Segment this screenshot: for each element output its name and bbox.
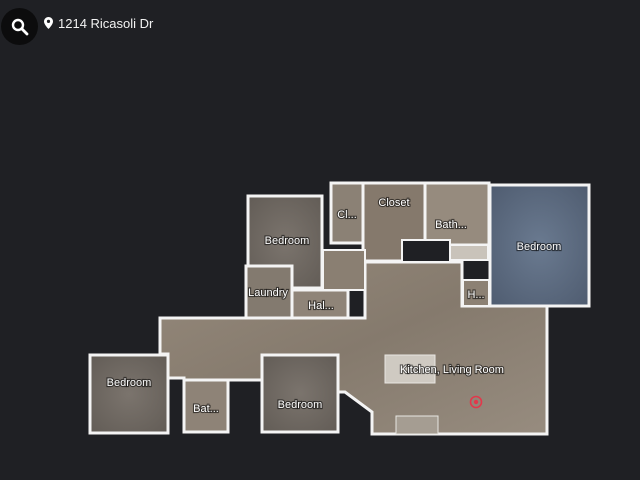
- wall-void: [401, 239, 451, 263]
- room-hallway[interactable]: [290, 288, 350, 320]
- label-h-small: H...: [467, 289, 484, 301]
- label-hallway: Hal...: [308, 300, 334, 312]
- label-closet-small: Cl...: [337, 209, 357, 221]
- label-laundry: Laundry: [248, 287, 288, 299]
- room-closet-small[interactable]: [329, 181, 365, 245]
- room-bedroom-left[interactable]: [88, 353, 170, 435]
- address-text: 1214 Ricasoli Dr: [58, 15, 154, 31]
- label-bedroom-left: Bedroom: [107, 377, 152, 389]
- room-bedroom-right[interactable]: [488, 183, 591, 308]
- label-bath-top: Bath...: [435, 219, 467, 231]
- map-pin-icon: [44, 17, 53, 29]
- address-bar: 1214 Ricasoli Dr: [44, 14, 153, 32]
- room-bath-bottom[interactable]: [182, 378, 230, 434]
- room-bath-top[interactable]: [423, 181, 491, 247]
- label-bedroom-right: Bedroom: [517, 241, 562, 253]
- label-bedroom-bottom: Bedroom: [278, 399, 323, 411]
- room-bedroom-bottom[interactable]: [260, 353, 340, 434]
- room-h-small[interactable]: [462, 279, 490, 307]
- label-closet: Closet: [378, 197, 409, 209]
- hall-alcove: [322, 249, 366, 291]
- label-kitchen-living: Kitchen, Living Room: [400, 364, 504, 376]
- search-icon: [11, 18, 28, 35]
- label-bedroom-top: Bedroom: [265, 235, 310, 247]
- search-button[interactable]: [1, 8, 38, 45]
- position-marker[interactable]: [469, 395, 483, 409]
- label-bath-bottom: Bat...: [193, 403, 219, 415]
- room-laundry[interactable]: [244, 264, 294, 320]
